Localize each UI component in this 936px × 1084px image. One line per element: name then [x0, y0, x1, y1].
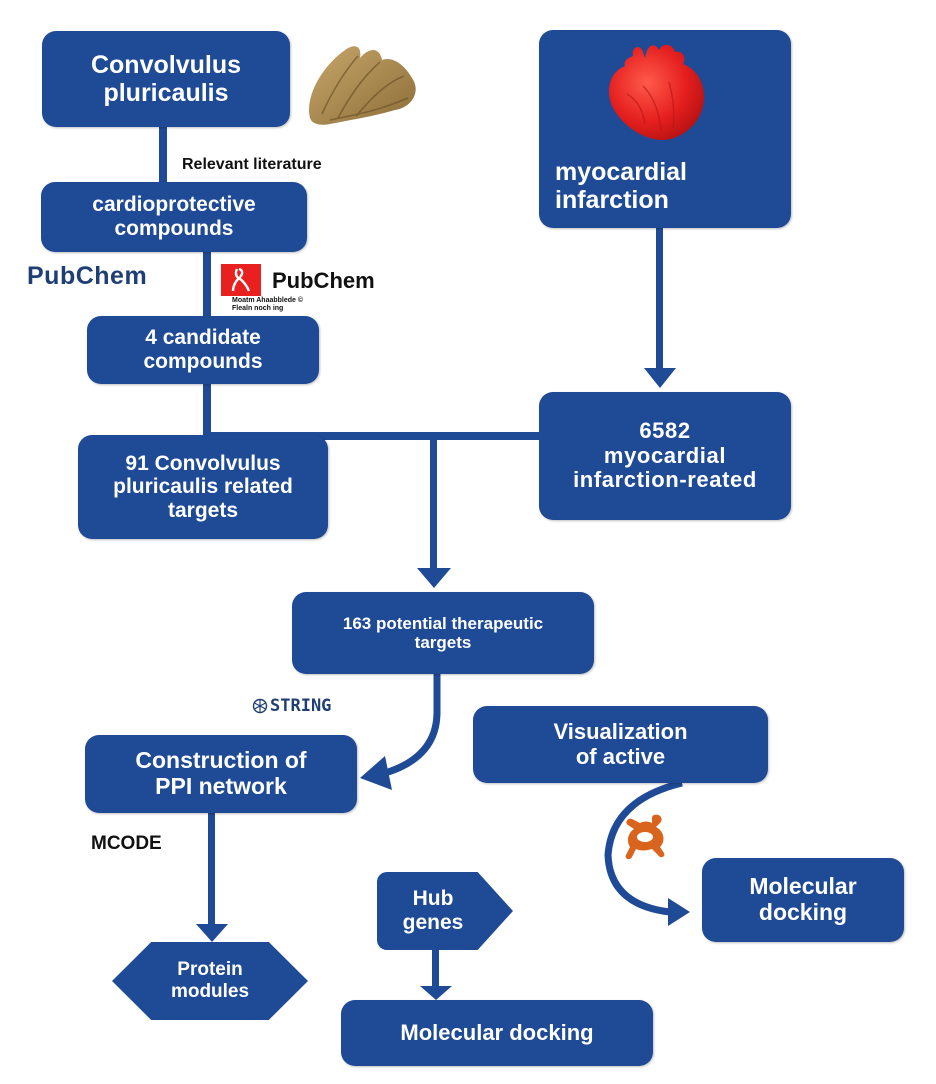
node-ppi-network: Construction of PPI network: [85, 735, 357, 813]
label-relevant-literature: Relevant literature: [182, 156, 322, 173]
node-visualization-label: Visualization of active: [553, 718, 688, 769]
pubchem-hexagon-logo: PubChem: [27, 262, 147, 291]
node-mi-related-targets: 6582 myocardial infarction-reated: [539, 392, 791, 520]
string-icon: [252, 698, 268, 714]
connector-merge-arrowhead: [417, 568, 451, 588]
convolvulus-plant-image: [309, 46, 416, 125]
node-convolvulus-targets: 91 Convolvulus pluricaulis related targe…: [78, 435, 328, 539]
label-mcode: MCODE: [91, 833, 162, 854]
node-potential-therapeutic-targets: 163 potential therapeutic targets: [292, 592, 594, 674]
node-cardioprotective-label: cardioprotective compounds: [92, 193, 256, 240]
node-cardioprotective-compounds: cardioprotective compounds: [41, 182, 307, 252]
node-therapeutic-label: 163 potential therapeutic targets: [342, 613, 544, 652]
connector-visualization-docking: [604, 779, 683, 916]
string-db-logo: STRING: [252, 696, 331, 716]
node-ppi-label: Construction of PPI network: [135, 747, 307, 799]
connector-ppi-modules-arrowhead: [196, 924, 228, 942]
pubchem-flask-icon: [231, 267, 251, 292]
anatomical-heart-image: [609, 44, 705, 140]
node-docking-bottom-label: Molecular docking: [400, 1019, 594, 1045]
pubchem-red-logo: [221, 264, 261, 296]
pubchem-logo-text-2: PubChem: [272, 268, 375, 293]
node-molecular-docking-bottom: Molecular docking: [341, 1000, 653, 1066]
node-cp-targets-label: 91 Convolvulus pluricaulis related targe…: [113, 451, 293, 522]
pubchem-logo-text-1: PubChem: [27, 262, 148, 290]
pubchem-caption-1: Moatm Ahaabblede ©: [232, 297, 304, 304]
node-mi-label: myocardial infarction: [555, 158, 688, 214]
connector-ppi-arrowhead: [360, 756, 392, 790]
node-mi-targets-label: 6582 myocardial infarction-reated: [573, 418, 757, 493]
connector-mi-shaft: [656, 225, 663, 370]
node-molecular-docking-right: Molecular docking: [702, 858, 904, 942]
node-protein-modules: Protein modules: [112, 942, 308, 1020]
ligand-molecule-icon: [625, 814, 665, 860]
connector-mi-arrowhead: [644, 368, 676, 388]
node-convolvulus-label: Convolvulus pluricaulis: [90, 51, 241, 107]
node-visualization-active: Visualization of active: [473, 706, 768, 783]
node-docking-right-label: Molecular docking: [749, 873, 857, 925]
node-convolvulus-pluricaulis: Convolvulus pluricaulis: [42, 31, 290, 127]
connector-merge-shaft: [430, 440, 437, 570]
node-candidate-compounds: 4 candidate compounds: [87, 316, 319, 384]
connector-ppi-modules-shaft: [208, 808, 215, 926]
node-hub-genes-label: Hub genes: [402, 886, 464, 934]
connector-hub-docking-shaft: [432, 950, 439, 988]
string-logo-text: STRING: [270, 696, 332, 716]
pubchem-caption-2: Flealn noch ing: [232, 305, 284, 312]
connector-hub-docking-arrowhead: [420, 986, 452, 1000]
connector-docking-arrowhead: [668, 898, 690, 926]
node-protein-modules-label: Protein modules: [170, 959, 250, 1002]
node-candidate-label: 4 candidate compounds: [143, 326, 263, 373]
connector-therapeutic-ppi: [377, 672, 441, 779]
